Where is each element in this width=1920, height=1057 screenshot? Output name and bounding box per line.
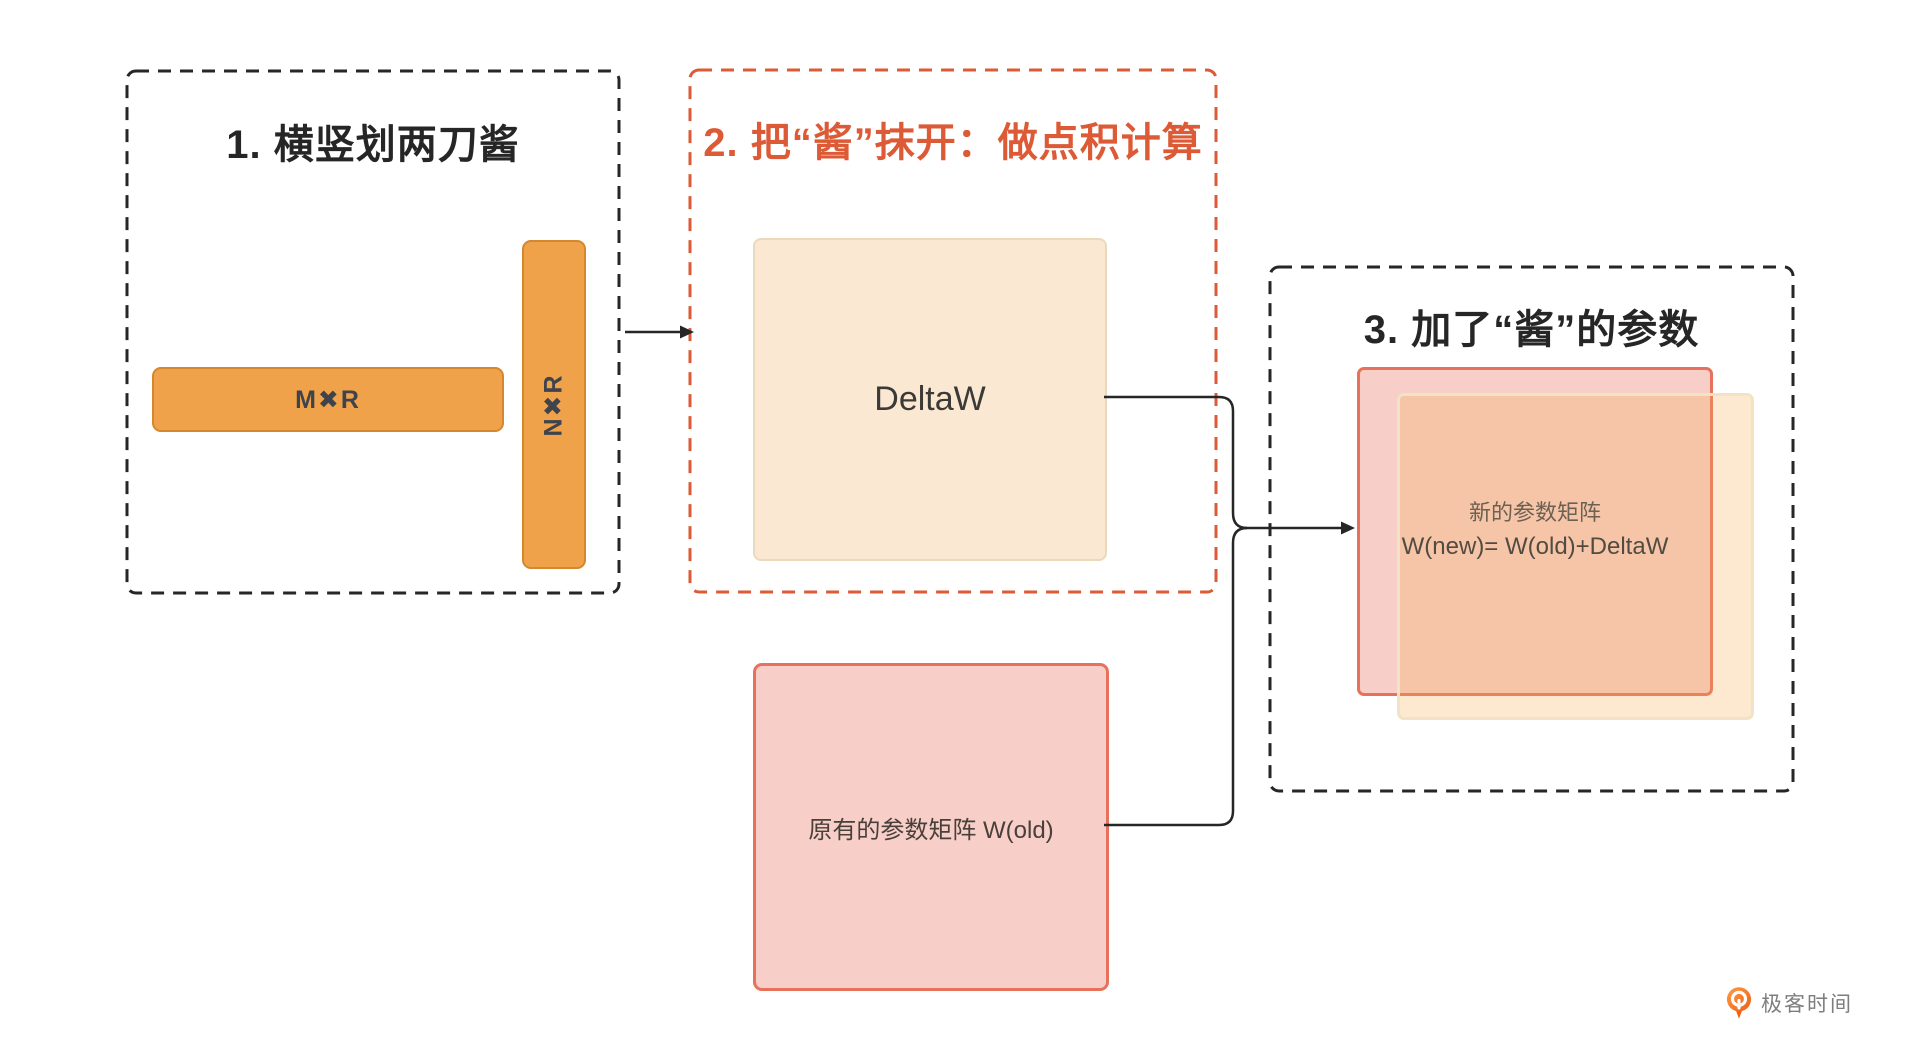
brand-logo-text: 极客时间: [1761, 993, 1853, 1016]
panel-step2: 2. 把“酱”抹开：做点积计算 DeltaW: [690, 70, 1216, 592]
geektime-logo-icon: [1726, 987, 1752, 1019]
deltaw-box: DeltaW: [753, 238, 1107, 561]
matrix-bar-vertical: N✖R: [522, 240, 586, 569]
new-weights-text: 新的参数矩阵 W(new)= W(old)+DeltaW: [1325, 497, 1745, 565]
panel-step3: 3. 加了“酱”的参数 新的参数矩阵 W(new)= W(old)+DeltaW: [1270, 267, 1793, 791]
matrix-bar-horizontal-label: M✖R: [295, 385, 361, 414]
brand-logo: 极客时间: [1726, 986, 1853, 1020]
step2-title: 2. 把“酱”抹开：做点积计算: [703, 121, 1203, 165]
matrix-bar-vertical-label: N✖R: [540, 372, 568, 437]
new-weights-caption: 新的参数矩阵: [1468, 500, 1601, 525]
deltaw-label: DeltaW: [874, 380, 986, 418]
step3-title: 3. 加了“酱”的参数: [1363, 308, 1700, 352]
old-weights-label: 原有的参数矩阵 W(old): [808, 816, 1054, 844]
matrix-bar-horizontal: M✖R: [152, 367, 504, 432]
old-weights-box: 原有的参数矩阵 W(old): [753, 663, 1109, 991]
step1-title: 1. 横竖划两刀酱: [226, 123, 520, 167]
new-weights-formula: W(new)= W(old)+DeltaW: [1401, 533, 1669, 560]
panel-step1: 1. 横竖划两刀酱 M✖R N✖R: [127, 71, 619, 593]
